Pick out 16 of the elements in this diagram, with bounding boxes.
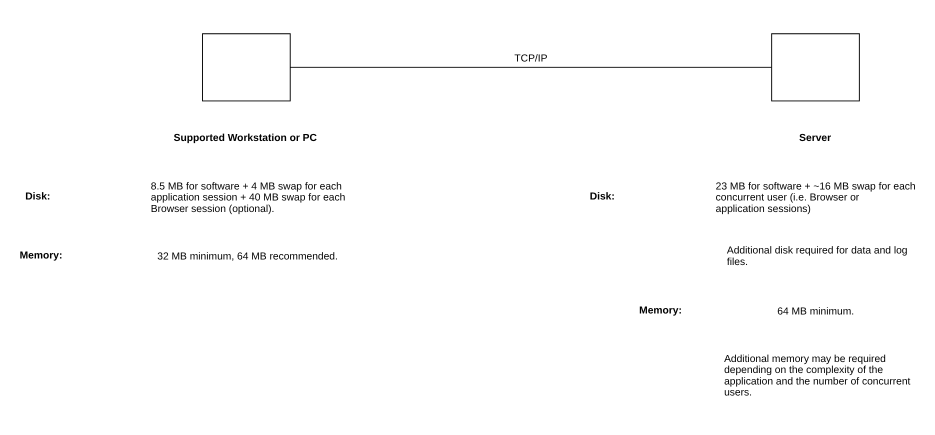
label: Memory:: [639, 304, 682, 316]
edge-label: TCP/IP: [514, 53, 548, 64]
node-label: Server: [799, 132, 832, 144]
node-box: [771, 32, 860, 101]
label: Disk:: [25, 191, 50, 202]
label: 32 MB minimum, 64 MB recommended.: [157, 250, 338, 262]
label: 23 MB for software + ~16 MB swap for each concurrent user (i.e. Browser or application sessions): [716, 180, 916, 214]
label: Additional disk required for data and log files.: [726, 245, 908, 268]
connector: [290, 66, 772, 68]
node-box: [202, 32, 291, 101]
label: 64 MB minimum.: [777, 306, 854, 317]
label: Memory:: [20, 250, 62, 261]
node-label: Supported Workstation or PC: [174, 132, 317, 144]
label: Disk:: [590, 191, 615, 202]
label: 8.5 MB for software + 4 MB swap for each application session + 40 MB swap for each Browser session (optional).: [150, 180, 346, 214]
label: Additional memory may be required depending on the complexity of the application and the number of concurrent users.: [724, 353, 910, 398]
